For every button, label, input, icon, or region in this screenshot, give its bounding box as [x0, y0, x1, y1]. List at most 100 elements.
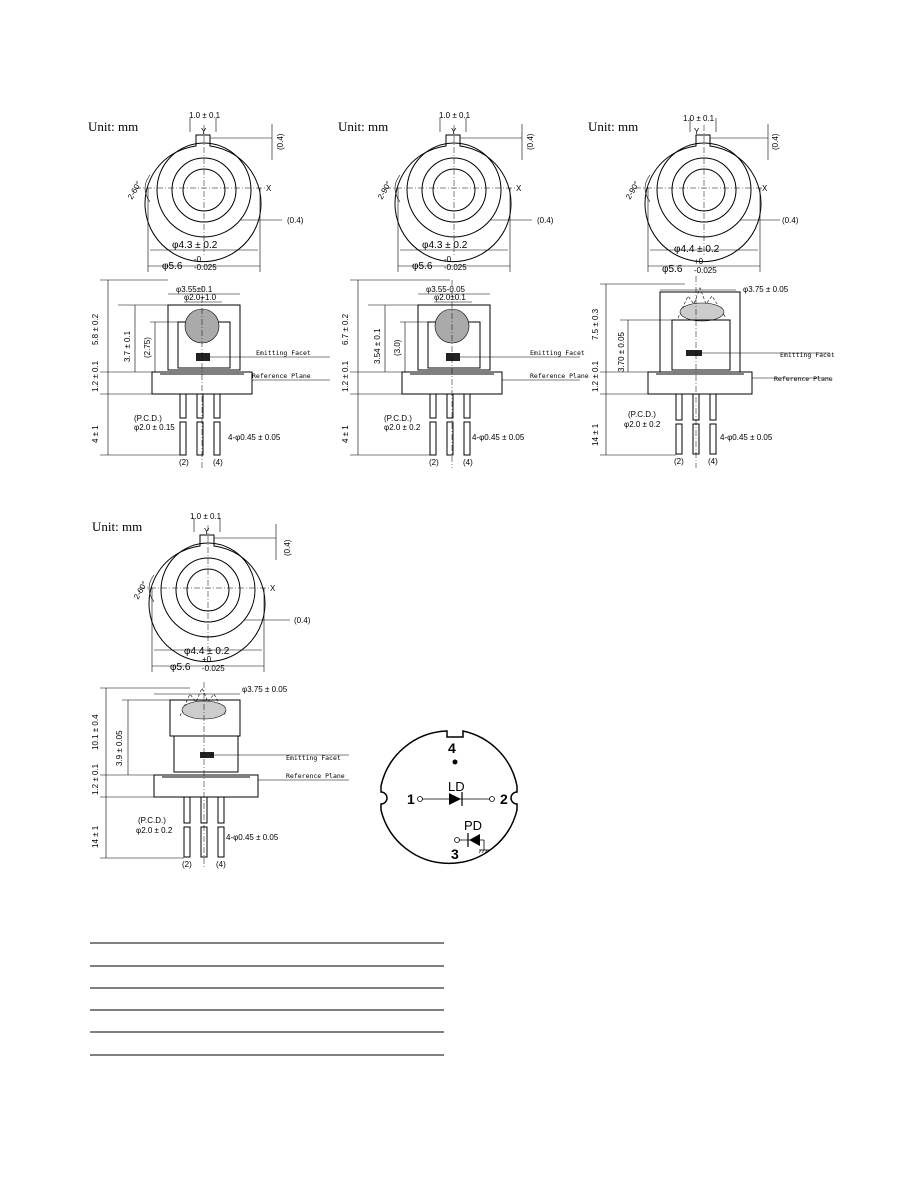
base-diameter: φ5.6	[412, 261, 433, 272]
pin-1-dot	[417, 796, 423, 802]
notch-angle: 2-90°	[376, 180, 393, 201]
pinout-outline	[380, 730, 518, 865]
reference-plane: Reference Plane	[286, 772, 345, 780]
lead-length: 4 ± 1	[91, 425, 100, 443]
lead-length: 4 ± 1	[341, 425, 350, 443]
lead-diameter: 4-φ0.45 ± 0.05	[228, 433, 281, 442]
height-total: 10.1 ± 0.4	[91, 714, 100, 750]
base-tol-lower: -0.025	[444, 263, 467, 272]
pin-3-label: 3	[451, 846, 459, 862]
flange-offset: (0.4)	[771, 133, 780, 150]
unit-label: Unit: mm	[338, 119, 388, 134]
emitting-facet: Emitting Facet	[780, 351, 835, 359]
laser-diode-icon	[449, 793, 461, 805]
base-tol-lower: -0.025	[194, 263, 217, 272]
flange-offset: (0.4)	[276, 133, 285, 150]
cap-diameter: φ4.4 ± 0.2	[184, 646, 230, 657]
height-mid: 3.70 ± 0.05	[617, 331, 626, 372]
cap-diameter: φ4.4 ± 0.2	[674, 244, 720, 255]
emitting-facet: Emitting Facet	[256, 349, 311, 357]
pin-3-dot	[454, 837, 460, 843]
top-view: 1.0 ± 0.1 (0.4) 2-60° (0.4) X Y φ4.4 ± 0…	[132, 512, 311, 673]
top-view: 1.0 ± 0.1 (0.4) 2-90° (0.4) X Y φ4.4 ± 0…	[624, 114, 799, 275]
slot-width: 1.0 ± 0.1	[190, 512, 222, 521]
base-tol-lower: -0.025	[694, 266, 717, 275]
pcd-label: (P.C.D.)	[138, 816, 166, 825]
cap-diameter: φ4.3 ± 0.2	[422, 240, 468, 251]
pcd-value: φ2.0 ± 0.2	[136, 826, 173, 835]
pin-label-b: (4)	[213, 458, 223, 467]
notch-angle: 2-90°	[624, 180, 641, 201]
height-total: 6.7 ± 0.2	[341, 313, 350, 345]
flange-offset: (0.4)	[283, 539, 292, 556]
window-outer: φ3.75 ± 0.05	[743, 285, 789, 294]
base-tol-lower: -0.025	[202, 664, 225, 673]
pcd-label: (P.C.D.)	[384, 414, 412, 423]
side-offset: (0.4)	[537, 216, 554, 225]
window-outer: φ3.55±0.1	[176, 285, 213, 294]
axis-x: X	[762, 184, 768, 193]
reference-plane: Reference Plane	[252, 372, 311, 380]
cap-diameter: φ4.3 ± 0.2	[172, 240, 218, 251]
unit-label: Unit: mm	[92, 519, 142, 534]
height-mid: 3.9 ± 0.05	[115, 730, 124, 766]
axis-x: X	[516, 184, 522, 193]
pin-label-a: (2)	[179, 458, 189, 467]
window-inner: φ2.0+1.0	[184, 293, 217, 302]
pd-label: PD	[464, 818, 482, 833]
axis-y: Y	[451, 127, 457, 136]
window-outer: φ3.75 ± 0.05	[242, 685, 288, 694]
base-diameter: φ5.6	[170, 662, 191, 673]
flange-offset: (0.4)	[526, 133, 535, 150]
emitting-facet: Emitting Facet	[530, 349, 585, 357]
height-ref: (2.75)	[143, 337, 152, 358]
pin-label-b: (4)	[216, 860, 226, 869]
table-rules	[90, 942, 444, 1056]
height-ref: (3.0)	[393, 339, 402, 356]
pin-1-label: 1	[407, 791, 415, 807]
window-outer: φ3.55-0.05	[426, 285, 466, 294]
emitting-facet: Emitting Facet	[286, 754, 341, 762]
package-1: Unit: mm 1.0 ± 0.1 (0.4) 2-60° (0.4) X Y…	[88, 111, 330, 468]
reference-plane: Reference Plane	[774, 375, 833, 383]
base-tol-upper: -0	[444, 255, 452, 264]
side-view: 7.5 ± 0.3 3.70 ± 0.05 1.2 ± 0.1 14 ± 1 φ…	[591, 276, 835, 468]
height-total: 7.5 ± 0.3	[591, 308, 600, 340]
side-view: 10.1 ± 0.4 3.9 ± 0.05 1.2 ± 0.1 14 ± 1 φ…	[91, 682, 349, 869]
lead-diameter: 4-φ0.45 ± 0.05	[720, 433, 773, 442]
base-diameter: φ5.6	[662, 264, 683, 275]
axis-y: Y	[694, 127, 700, 136]
lead-diameter: 4-φ0.45 ± 0.05	[472, 433, 525, 442]
lead-diameter: 4-φ0.45 ± 0.05	[226, 833, 279, 842]
pcd-value: φ2.0 ± 0.15	[134, 423, 175, 432]
height-mid: 3.7 ± 0.1	[123, 330, 132, 362]
lead-length: 14 ± 1	[591, 423, 600, 446]
side-offset: (0.4)	[294, 616, 311, 625]
unit-label: Unit: mm	[88, 119, 138, 134]
notch-angle: 2-60°	[126, 180, 143, 201]
package-3: Unit: mm 1.0 ± 0.1 (0.4) 2-90° (0.4) X Y…	[588, 114, 835, 468]
height-total: 5.8 ± 0.2	[91, 313, 100, 345]
unit-label: Unit: mm	[588, 119, 638, 134]
reference-plane: Reference Plane	[530, 372, 589, 380]
lead-length: 14 ± 1	[91, 825, 100, 848]
pin-label-a: (2)	[182, 860, 192, 869]
pin-label-a: (2)	[429, 458, 439, 467]
base-tol-upper: +0	[202, 655, 212, 664]
pcd-label: (P.C.D.)	[134, 414, 162, 423]
pcd-value: φ2.0 ± 0.2	[624, 420, 661, 429]
side-view: 5.8 ± 0.2 3.7 ± 0.1 (2.75) 1.2 ± 0.1 4 ±…	[91, 279, 330, 468]
side-view: 6.7 ± 0.2 3.54 ± 0.1 (3.0) 1.2 ± 0.1 4 ±…	[341, 279, 589, 468]
axis-y: Y	[204, 527, 210, 536]
side-offset: (0.4)	[287, 216, 304, 225]
pin-4-dot	[452, 759, 458, 765]
side-offset: (0.4)	[782, 216, 799, 225]
top-view: 1.0 ± 0.1 (0.4) 2-90° (0.4) X Y φ4.3 ± 0…	[376, 111, 554, 272]
flange-thickness: 1.2 ± 0.1	[91, 763, 100, 795]
pcd-value: φ2.0 ± 0.2	[384, 423, 421, 432]
flange-thickness: 1.2 ± 0.1	[591, 360, 600, 392]
slot-width: 1.0 ± 0.1	[439, 111, 471, 120]
photodiode-icon	[469, 834, 480, 846]
package-2: Unit: mm 1.0 ± 0.1 (0.4) 2-90° (0.4) X Y…	[338, 111, 589, 468]
